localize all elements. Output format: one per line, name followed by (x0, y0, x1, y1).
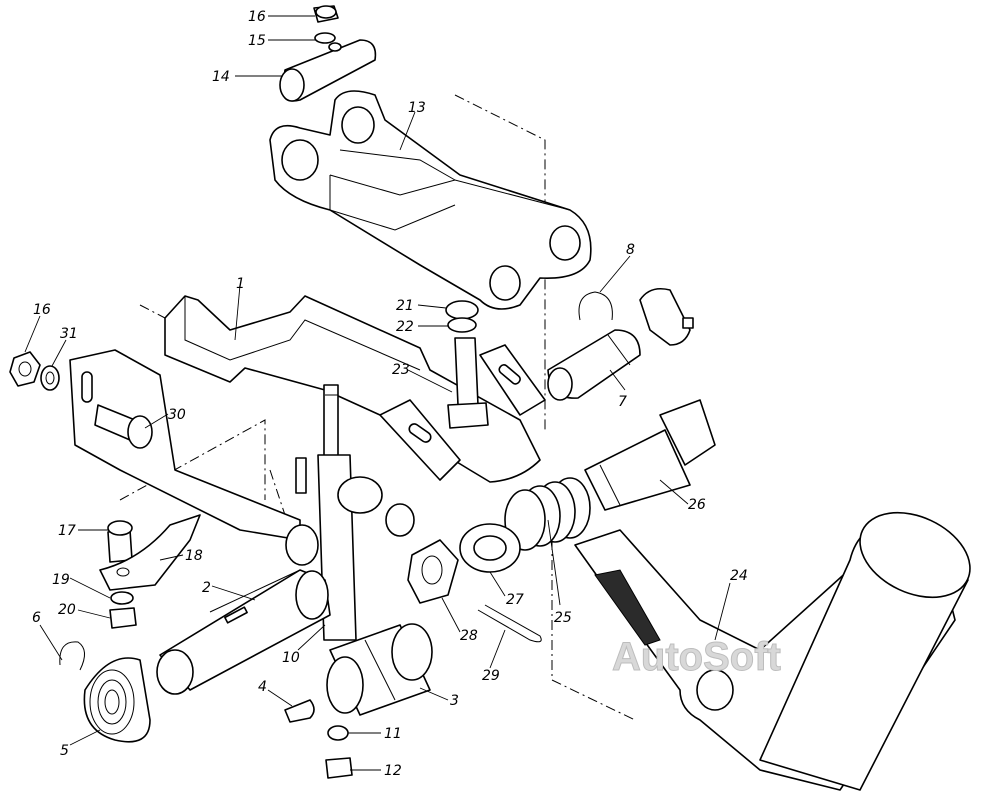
label-15: 15 (248, 33, 266, 49)
label-3: 3 (450, 693, 459, 709)
label-14: 14 (212, 69, 230, 85)
part-15-washer (314, 32, 336, 44)
part-19-washer (110, 591, 134, 605)
part-11-washer (327, 725, 349, 741)
label-7: 7 (618, 394, 627, 410)
label-16-left: 16 (33, 302, 51, 318)
label-26: 26 (688, 497, 706, 513)
part-28-castle-nut (407, 539, 459, 604)
leader-lines (24, 15, 731, 771)
label-2: 2 (202, 580, 211, 596)
part-16-nut-top (313, 5, 339, 23)
label-19: 19 (52, 572, 70, 588)
part-22-washer (447, 317, 477, 333)
label-25: 25 (554, 610, 572, 626)
part-20-nut (109, 607, 137, 629)
label-4: 4 (258, 679, 267, 695)
label-23: 23 (392, 362, 410, 378)
part-14-pin (279, 39, 377, 102)
label-5: 5 (60, 743, 69, 759)
label-1: 1 (236, 276, 245, 292)
label-31: 31 (60, 326, 78, 342)
label-10: 10 (282, 650, 300, 666)
part-31-washer (40, 365, 60, 391)
label-6: 6 (32, 610, 41, 626)
part-8-snap-ring (578, 291, 613, 321)
part-4-key (284, 699, 315, 723)
part-23-bolt (447, 337, 489, 429)
label-20: 20 (58, 602, 76, 618)
label-11: 11 (384, 726, 402, 742)
label-28: 28 (460, 628, 478, 644)
label-18: 18 (185, 548, 203, 564)
part-17-bolt (107, 520, 133, 563)
label-8: 8 (626, 242, 635, 258)
part-26-bolt (584, 399, 716, 511)
part-27-washer (459, 523, 521, 573)
label-17: 17 (58, 523, 76, 539)
part-6-clip (59, 641, 85, 671)
label-13: 13 (408, 100, 426, 116)
label-16-top: 16 (248, 9, 266, 25)
label-22: 22 (396, 319, 414, 335)
label-21: 21 (396, 298, 414, 314)
label-29: 29 (482, 668, 500, 684)
label-27: 27 (506, 592, 524, 608)
part-5-spring (83, 657, 151, 743)
label-12: 12 (384, 763, 402, 779)
part-labels: 16 15 14 13 1 16 31 30 21 22 23 8 7 26 1… (32, 9, 748, 779)
part-18-plate (99, 514, 201, 591)
part-2-splined-shaft (156, 569, 331, 695)
part-12-bolt (325, 757, 353, 779)
part-3-sleeve (326, 623, 433, 716)
part-7-pin (547, 329, 641, 401)
label-24: 24 (730, 568, 748, 584)
part-16-nut-left (9, 351, 41, 387)
watermark: AutoSoft (612, 635, 781, 679)
part-29-cotter-pin (477, 604, 542, 643)
part-24-lever (574, 511, 971, 791)
part-13-link-plate (269, 90, 592, 310)
part-21-washer (445, 300, 479, 320)
shim-plate (639, 287, 694, 346)
label-30: 30 (168, 407, 186, 423)
part-1-bracket (69, 295, 546, 541)
part-30-bolt (94, 404, 153, 449)
